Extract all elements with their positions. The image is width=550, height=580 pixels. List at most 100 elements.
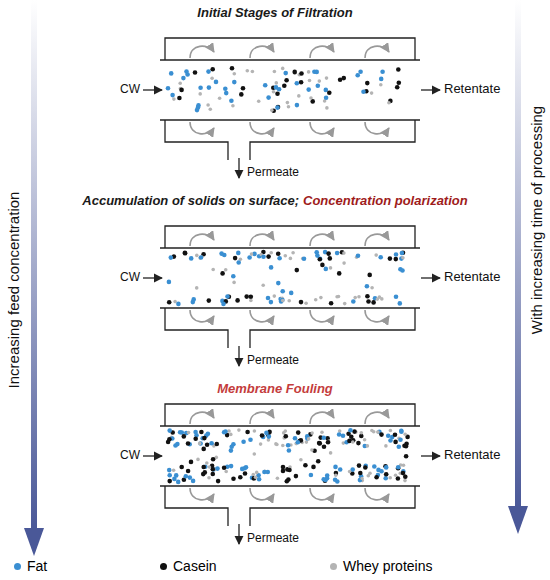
particle: [370, 91, 374, 95]
permeate-flow: [310, 122, 334, 134]
axis-label: With increasing time of processing: [528, 106, 545, 334]
particle: [189, 256, 194, 261]
permeate-flow: [365, 412, 389, 424]
particle: [270, 109, 274, 113]
particle: [261, 254, 266, 259]
particle: [396, 465, 401, 470]
particle: [247, 255, 252, 260]
particle: [281, 299, 285, 303]
particle: [358, 471, 363, 476]
particle: [280, 298, 285, 303]
permeate-flow: [190, 122, 214, 134]
particle: [361, 90, 366, 95]
legend-swatch: [160, 563, 167, 570]
particle: [365, 81, 370, 86]
permeate-arrow: [238, 158, 239, 178]
particle: [224, 91, 229, 96]
particle: [167, 300, 172, 305]
particle: [306, 87, 311, 92]
particle: [263, 83, 268, 88]
retentate-arrow: [421, 455, 440, 456]
particle: [383, 476, 388, 481]
particle: [397, 445, 402, 450]
particle: [272, 90, 276, 94]
particle: [249, 299, 253, 303]
particle: [379, 77, 384, 82]
particle: [229, 433, 233, 437]
particle: [386, 434, 391, 439]
particle: [193, 430, 198, 435]
particle: [357, 295, 361, 299]
particle: [262, 470, 267, 475]
permeate-flow: [365, 310, 389, 322]
particle: [169, 255, 174, 260]
particle: [195, 286, 199, 290]
retentate-arrow: [421, 277, 440, 278]
particle: [380, 69, 385, 74]
particle: [224, 268, 228, 272]
particle: [248, 437, 253, 442]
particle: [351, 299, 356, 304]
flow-label: Retentate: [444, 82, 500, 97]
particle: [399, 256, 404, 261]
particle: [203, 470, 208, 475]
particle: [201, 447, 206, 452]
particle: [394, 252, 399, 257]
particle: [348, 428, 353, 433]
flow-label: Permeate: [247, 354, 299, 368]
particle: [384, 444, 388, 448]
particle: [356, 254, 361, 259]
left-trend-arrow: [24, 0, 44, 556]
particle: [309, 473, 314, 478]
particle: [276, 252, 281, 257]
particle: [218, 96, 222, 100]
particle: [269, 300, 274, 305]
permeate-flow: [365, 488, 389, 500]
particle: [286, 443, 291, 448]
particle: [388, 256, 393, 261]
particle: [299, 458, 303, 462]
membrane-module: [143, 38, 440, 178]
particle: [289, 291, 294, 296]
particle: [399, 429, 404, 434]
particle: [318, 441, 323, 446]
particle: [220, 271, 225, 276]
permeate-flow: [190, 234, 214, 246]
particle: [366, 299, 371, 304]
particle: [207, 85, 212, 90]
particle: [281, 67, 285, 71]
particle: [357, 463, 362, 468]
particle: [231, 274, 236, 279]
permeate-arrow: [238, 346, 239, 366]
permeate-flow: [250, 46, 274, 58]
particle: [219, 251, 224, 256]
particle: [215, 442, 220, 447]
particle: [318, 79, 322, 83]
particle: [276, 476, 280, 480]
permeate-flow: [190, 488, 214, 500]
particle: [371, 300, 376, 305]
particle: [211, 472, 216, 477]
particle: [342, 251, 346, 255]
particle: [324, 96, 329, 101]
permeate-flow: [365, 46, 389, 58]
permeate-flow: [310, 488, 334, 500]
legend-text: Casein: [173, 558, 217, 574]
particle: [249, 294, 254, 299]
flow-label: CW: [120, 271, 140, 285]
particle: [167, 468, 172, 473]
particle: [287, 105, 291, 109]
particle: [196, 458, 200, 462]
particle: [178, 82, 182, 86]
housing-shell: [165, 486, 415, 526]
particle: [401, 256, 405, 260]
feed-arrow: [143, 277, 162, 278]
particle: [356, 441, 361, 446]
membrane-modules: [143, 38, 440, 544]
particle: [347, 439, 352, 444]
permeate-flow: [365, 234, 389, 246]
particle: [169, 71, 174, 76]
stage-title: Accumulation of solids on surface;Concen…: [82, 194, 467, 209]
particle: [342, 76, 347, 81]
particle: [305, 440, 309, 444]
